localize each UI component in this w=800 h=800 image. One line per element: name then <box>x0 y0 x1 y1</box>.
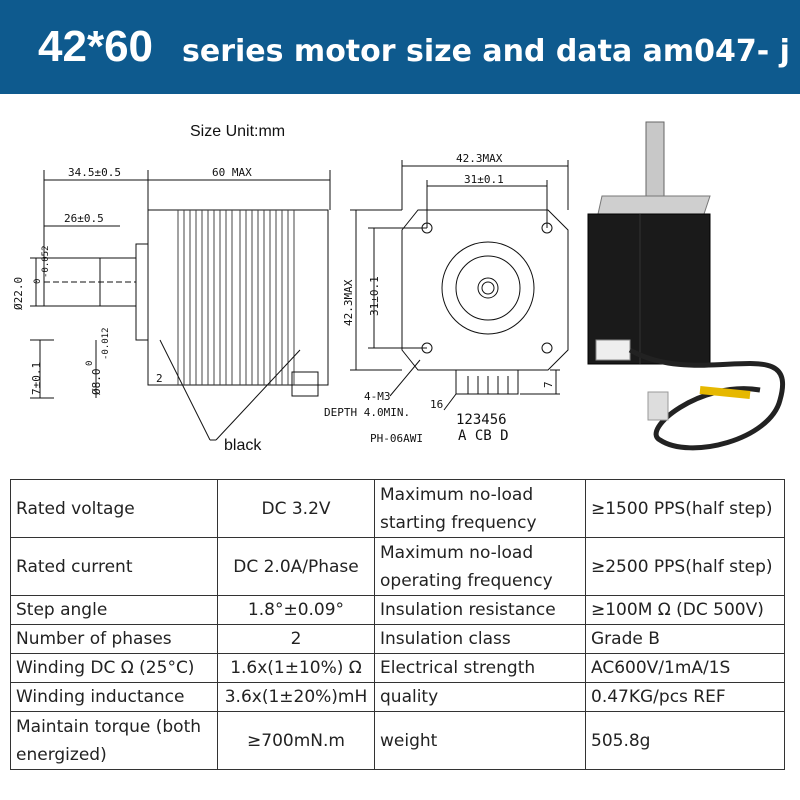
spec-table: Rated voltage DC 3.2V Maximum no-load st… <box>10 479 785 770</box>
spec-label: Rated voltage <box>10 479 218 538</box>
front-connector <box>455 369 519 395</box>
spec-value: 2 <box>217 624 375 654</box>
dim-boss-sup: 0 <box>85 361 95 366</box>
dim-31-width: 31±0.1 <box>464 173 504 186</box>
spec-value: ≥100M Ω (DC 500V) <box>585 595 785 625</box>
wire-color-label: black <box>224 437 262 454</box>
connector-model: PH-06AWI <box>370 432 423 445</box>
spec-label: Maintain torque (both energized) <box>10 711 218 770</box>
table-row: Winding inductance 3.6x(1±20%)mH quality… <box>10 682 785 712</box>
spec-label: Maximum no-load operating frequency <box>374 537 586 596</box>
spec-value: 0.47KG/pcs REF <box>585 682 785 712</box>
mount-hole <box>541 342 553 354</box>
thread-depth: DEPTH 4.0MIN. <box>324 406 410 419</box>
motor-front-view <box>350 160 569 411</box>
dim-26: 26±0.5 <box>64 212 104 225</box>
spec-label: Winding DC Ω (25°C) <box>10 653 218 683</box>
front-boss-circle <box>441 241 535 335</box>
spec-value: ≥2500 PPS(half step) <box>585 537 785 596</box>
spec-value: Grade B <box>585 624 785 654</box>
dim-60-max: 60 MAX <box>212 166 252 179</box>
front-shaft-circle <box>477 277 499 299</box>
dim-boss-diameter: Ø8.0 <box>90 369 103 396</box>
table-row: Rated voltage DC 3.2V Maximum no-load st… <box>10 479 785 538</box>
page-title-description: series motor size and data am047- j <box>182 34 790 69</box>
spec-value: ≥700mN.m <box>217 711 375 770</box>
dim-shaft-sup: 0 <box>33 279 43 284</box>
side-connector <box>291 371 319 397</box>
dim-34-5: 34.5±0.5 <box>68 166 121 179</box>
table-row: Rated current DC 2.0A/Phase Maximum no-l… <box>10 537 785 596</box>
spec-value: DC 3.2V <box>217 479 375 538</box>
spec-label: Insulation resistance <box>374 595 586 625</box>
spec-value: DC 2.0A/Phase <box>217 537 375 596</box>
dim-boss-tol: -0.012 <box>101 327 111 360</box>
dim-16: 16 <box>430 398 443 411</box>
spec-label: Electrical strength <box>374 653 586 683</box>
dim-7: 7±0.1 <box>30 362 43 395</box>
page-title-model: 42*60 <box>38 22 154 71</box>
spec-value: 1.6x(1±10%) Ω <box>217 653 375 683</box>
spec-label: Maximum no-load starting frequency <box>374 479 586 538</box>
spec-label: Number of phases <box>10 624 218 654</box>
spec-label: quality <box>374 682 586 712</box>
spec-value: AC600V/1mA/1S <box>585 653 785 683</box>
spec-label: Insulation class <box>374 624 586 654</box>
dim-connector-7: 7 <box>542 381 555 388</box>
motor-side-view <box>30 170 331 441</box>
dim-31-height: 31±0.1 <box>368 276 381 316</box>
spec-value: 505.8g <box>585 711 785 770</box>
dim-42-3-width: 42.3MAX <box>456 152 503 165</box>
flange-boss <box>135 243 149 341</box>
pin-numbers: 123456 <box>456 412 507 428</box>
spec-value: 3.6x(1±20%)mH <box>217 682 375 712</box>
dim-shaft-diameter: Ø22.0 <box>12 277 25 310</box>
dim-shaft-tol: -0.052 <box>41 245 51 278</box>
title-banner: 42*60 series motor size and data am047- … <box>0 0 800 94</box>
thread-spec: 4-M3 <box>364 390 391 403</box>
table-row: Winding DC Ω (25°C) 1.6x(1±10%) Ω Electr… <box>10 653 785 683</box>
spec-value: 1.8°±0.09° <box>217 595 375 625</box>
spec-value: ≥1500 PPS(half step) <box>585 479 785 538</box>
cooling-fins <box>177 210 295 385</box>
spec-label: weight <box>374 711 586 770</box>
dim-42-3-height: 42.3MAX <box>342 279 355 326</box>
front-face-outline <box>401 209 569 371</box>
size-unit-label: Size Unit:mm <box>190 123 286 140</box>
phase-letters: A CB D <box>458 428 509 444</box>
table-row: Step angle 1.8°±0.09° Insulation resista… <box>10 595 785 625</box>
dim-2: 2 <box>156 372 163 385</box>
spec-label: Step angle <box>10 595 218 625</box>
spec-label: Rated current <box>10 537 218 596</box>
motor-body-outline <box>147 209 329 386</box>
spec-label: Winding inductance <box>10 682 218 712</box>
table-row: Maintain torque (both energized) ≥700mN.… <box>10 711 785 770</box>
table-row: Number of phases 2 Insulation class Grad… <box>10 624 785 654</box>
motor-photo <box>587 121 785 451</box>
motor-dimension-drawing: 34.5±0.5 60 MAX 26±0.5 Ø22.0 -0.052 0 7±… <box>12 121 785 454</box>
